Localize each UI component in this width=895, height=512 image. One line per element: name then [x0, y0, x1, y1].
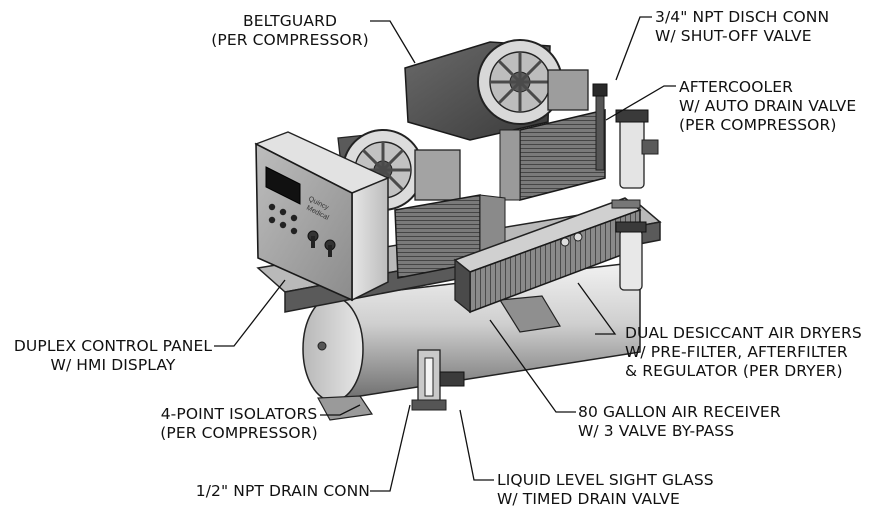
callout-line: (PER COMPRESSOR) [679, 116, 837, 134]
front-compressor [337, 129, 506, 279]
callout-line: 4-POINT ISOLATORS [160, 405, 318, 423]
callout-line: (PER COMPRESSOR) [160, 424, 318, 442]
desiccant-dryer-housing [453, 197, 642, 314]
callout-sight-glass: LIQUID LEVEL SIGHT GLASS W/ TIMED DRAIN … [497, 471, 714, 509]
callout-line: LIQUID LEVEL SIGHT GLASS [497, 471, 714, 489]
callout-line: (PER COMPRESSOR) [211, 31, 369, 49]
air-receiver-tank [302, 261, 641, 421]
callout-beltguard: BELTGUARD (PER COMPRESSOR) [205, 12, 375, 50]
duplex-control-panel: Quincy Medical [254, 131, 390, 302]
leader-lines [214, 16, 676, 492]
rear-compressor [404, 39, 606, 201]
callout-line: W/ HMI DISPLAY [50, 356, 176, 374]
tank-foot-left [317, 395, 374, 421]
hmi-display [265, 166, 301, 205]
callout-receiver: 80 GALLON AIR RECEIVER W/ 3 VALVE BY-PAS… [578, 403, 781, 441]
sight-glass-assembly [411, 349, 465, 411]
callout-control-panel: DUPLEX CONTROL PANEL W/ HMI DISPLAY [8, 337, 218, 375]
callout-line: DUPLEX CONTROL PANEL [13, 337, 213, 355]
callout-line: 1/2" NPT DRAIN CONN [195, 482, 370, 500]
tank-foot-rear [498, 295, 561, 333]
callout-dryers: DUAL DESICCANT AIR DRYERS W/ PRE-FILTER,… [625, 324, 862, 381]
callout-line: 80 GALLON AIR RECEIVER [578, 403, 781, 421]
callout-line: W/ TIMED DRAIN VALVE [497, 490, 680, 508]
callout-line: AFTERCOOLER [679, 78, 794, 96]
callout-line: W/ 3 VALVE BY-PASS [578, 422, 735, 440]
callout-line: 3/4" NPT DISCH CONN [655, 8, 830, 26]
callout-isolators: 4-POINT ISOLATORS (PER COMPRESSOR) [155, 405, 323, 443]
callout-line: & REGULATOR (PER DRYER) [625, 362, 843, 380]
callout-line: DUAL DESICCANT AIR DRYERS [625, 324, 862, 342]
callout-aftercooler: AFTERCOOLER W/ AUTO DRAIN VALVE (PER COM… [679, 78, 856, 135]
callout-line: BELTGUARD [243, 12, 337, 30]
shutoff-valve [592, 83, 608, 97]
callout-line: W/ SHUT-OFF VALVE [655, 27, 812, 45]
callout-drain-conn: 1/2" NPT DRAIN CONN [180, 482, 370, 501]
callout-line: W/ AUTO DRAIN VALVE [679, 97, 857, 115]
callout-disch-conn: 3/4" NPT DISCH CONN W/ SHUT-OFF VALVE [655, 8, 829, 46]
callout-line: W/ PRE-FILTER, AFTERFILTER [625, 343, 848, 361]
filter-assembly [592, 83, 659, 291]
